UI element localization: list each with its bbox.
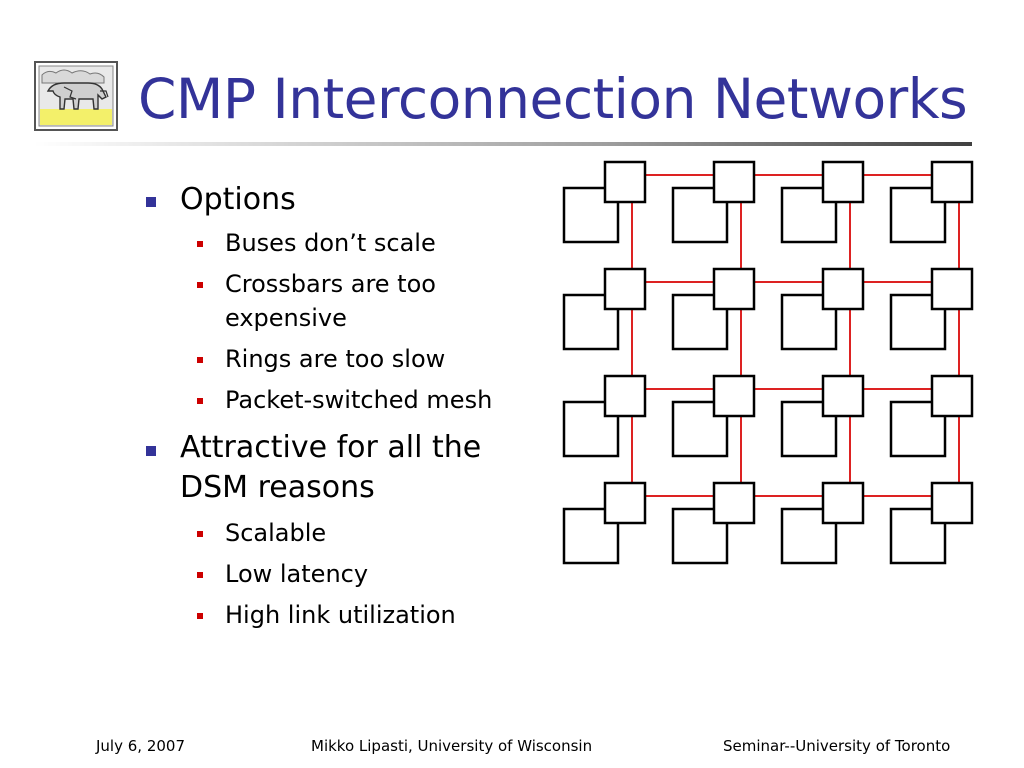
mesh-processor-node	[671, 293, 729, 351]
sub-bullet-crossbars: Crossbars are too expensive	[225, 270, 436, 332]
sub-bullet-buses: Buses don’t scale	[225, 229, 436, 257]
mesh-router-node	[603, 267, 647, 311]
sub-bullet-marker	[197, 531, 203, 537]
mesh-processor-node	[562, 293, 620, 351]
bullet-marker	[146, 197, 156, 207]
mesh-processor-node	[780, 400, 838, 458]
mesh-router-node	[930, 160, 974, 204]
mesh-router-node	[712, 374, 756, 418]
sub-bullet-marker	[197, 572, 203, 578]
mesh-processor-node	[562, 400, 620, 458]
slide-title: CMP Interconnection Networks	[138, 67, 968, 131]
sub-bullet-latency: Low latency	[225, 560, 369, 588]
sub-bullet-utilization: High link utilization	[225, 601, 456, 629]
cow-painting-icon	[34, 61, 118, 131]
sub-bullet-marker	[197, 241, 203, 247]
mesh-processor-node	[671, 186, 729, 244]
mesh-processor-node	[889, 293, 947, 351]
mesh-router-node	[821, 374, 865, 418]
mesh-processor-node	[671, 507, 729, 565]
mesh-processor-node	[780, 186, 838, 244]
bullet-list: Options Buses don’t scale Crossbars are …	[0, 0, 540, 700]
mesh-processor-node	[562, 507, 620, 565]
sub-bullet-mesh: Packet-switched mesh	[225, 386, 493, 414]
mesh-router-node	[821, 481, 865, 525]
footer-author: Mikko Lipasti, University of Wisconsin	[311, 737, 593, 755]
sub-bullet-marker	[197, 398, 203, 404]
mesh-router-node	[603, 374, 647, 418]
mesh-processor-node	[889, 400, 947, 458]
bullet-attractive: Attractive for all the DSM reasons	[180, 430, 482, 505]
sub-bullet-marker	[197, 613, 203, 619]
sub-bullet-rings: Rings are too slow	[225, 345, 446, 373]
mesh-router-node	[712, 481, 756, 525]
mesh-router-node	[603, 481, 647, 525]
mesh-processor-node	[671, 400, 729, 458]
mesh-router-node	[712, 160, 756, 204]
mesh-processor-node	[889, 186, 947, 244]
bullet-options: Options	[180, 182, 296, 217]
mesh-router-node	[930, 374, 974, 418]
footer-date: July 6, 2007	[96, 737, 185, 755]
bullet-marker	[146, 446, 156, 456]
mesh-processor-node	[889, 507, 947, 565]
title-divider	[34, 142, 972, 146]
mesh-router-node	[930, 481, 974, 525]
mesh-router-node	[821, 160, 865, 204]
mesh-router-node	[603, 160, 647, 204]
sub-bullet-scalable: Scalable	[225, 519, 327, 547]
mesh-router-node	[821, 267, 865, 311]
sub-bullet-marker	[197, 357, 203, 363]
sub-bullet-marker	[197, 282, 203, 288]
mesh-processor-node	[562, 186, 620, 244]
mesh-processor-node	[780, 293, 838, 351]
footer-venue: Seminar--University of Toronto	[723, 737, 951, 755]
mesh-router-node	[712, 267, 756, 311]
mesh-router-node	[930, 267, 974, 311]
mesh-processor-node	[780, 507, 838, 565]
